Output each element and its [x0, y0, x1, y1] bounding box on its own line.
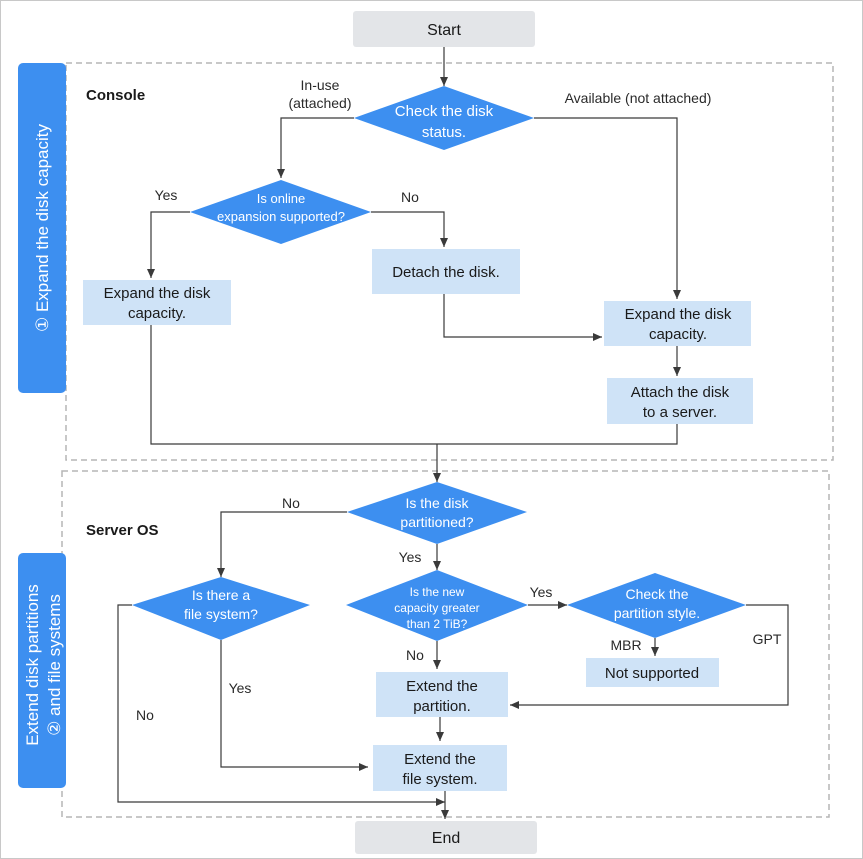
label-capacity-yes: Yes [530, 584, 553, 600]
label-available: Available (not attached) [565, 90, 712, 106]
attach-disk-box [607, 378, 753, 424]
expand-capacity-left-line1: Expand the disk [104, 285, 211, 302]
extend-file-system-line2: file system. [402, 771, 477, 788]
attach-disk-line2: to a server. [643, 404, 717, 421]
disk-partitioned-line1: Is the disk [405, 495, 469, 511]
expand-capacity-left-line2: capacity. [128, 305, 186, 322]
edge-gpt [510, 604, 789, 709]
label-online-no: No [401, 189, 419, 205]
label-fs-yes: Yes [229, 680, 252, 696]
edge-detach-to-expand [443, 294, 602, 341]
edge-labels: In-use (attached) Available (not attache… [136, 77, 782, 723]
capacity-over-2tib-line3: than 2 TiB? [407, 617, 468, 631]
attach-disk-line1: Attach the disk [631, 384, 730, 401]
connectors [117, 47, 789, 819]
file-system-line1: Is there a [192, 587, 251, 603]
expand-capacity-right-line2: capacity. [649, 326, 707, 343]
extend-file-system-line1: Extend the [404, 751, 476, 768]
phase-2-label-line2: ② and file systems [45, 594, 64, 736]
detach-disk-label: Detach the disk. [392, 264, 500, 281]
phase-1-label: ① Expand the disk capacity [33, 123, 52, 332]
edge-fs-yes [220, 640, 368, 771]
online-expansion-line2: expansion supported? [217, 209, 345, 224]
disk-partitioned-diamond [347, 482, 527, 544]
phase-2-label-line1: Extend disk partitions [23, 584, 42, 746]
phase-1-tab [18, 63, 66, 393]
edge-fs-no [117, 604, 445, 806]
capacity-over-2tib-line1: Is the new [410, 585, 465, 599]
check-disk-status-line1: Check the disk [395, 103, 494, 120]
expand-capacity-right-line1: Expand the disk [625, 306, 732, 323]
edge-inuse [277, 117, 354, 178]
edge-online-no [371, 211, 448, 247]
server-os-section-title: Server OS [86, 522, 159, 539]
label-partitioned-yes: Yes [399, 549, 422, 565]
check-disk-status-line2: status. [422, 124, 466, 141]
label-online-yes: Yes [155, 187, 178, 203]
end-terminal [355, 821, 537, 854]
file-system-line2: file system? [184, 606, 258, 622]
label-mbr: MBR [610, 637, 641, 653]
extend-partition-line1: Extend the [406, 678, 478, 695]
label-partitioned-no: No [282, 495, 300, 511]
end-label: End [432, 830, 460, 847]
start-terminal [353, 11, 535, 47]
expand-capacity-left-box [83, 280, 231, 325]
online-expansion-diamond [190, 180, 371, 244]
extend-file-system-box [373, 745, 507, 791]
partition-style-line2: partition style. [614, 605, 700, 621]
not-supported-label: Not supported [605, 665, 699, 682]
disk-partitioned-line2: partitioned? [400, 514, 473, 530]
check-disk-status-diamond [354, 86, 534, 150]
expand-capacity-right-box [604, 301, 751, 346]
file-system-diamond [132, 577, 310, 640]
online-expansion-line1: Is online [257, 191, 305, 206]
capacity-over-2tib-diamond [346, 570, 528, 641]
phase-2-tab [18, 553, 66, 788]
label-gpt: GPT [753, 631, 782, 647]
capacity-over-2tib-line2: capacity greater [394, 601, 479, 615]
not-supported-box [586, 658, 719, 687]
label-inuse-line2: (attached) [288, 95, 351, 111]
console-section-title: Console [86, 87, 145, 104]
edge-online-yes [147, 211, 190, 278]
partition-style-line1: Check the [625, 586, 688, 602]
edge-expand-left-merge [150, 324, 437, 445]
start-label: Start [427, 22, 461, 39]
label-inuse-line1: In-use [301, 77, 340, 93]
edge-partitioned-no [217, 511, 347, 577]
extend-partition-box [376, 672, 508, 717]
detach-disk-box [372, 249, 520, 294]
edge-attach-merge [437, 424, 678, 445]
label-capacity-no: No [406, 647, 424, 663]
label-fs-no: No [136, 707, 154, 723]
extend-partition-line2: partition. [413, 698, 471, 715]
partition-style-diamond [567, 573, 746, 638]
edge-available [534, 117, 681, 299]
console-section-border [65, 62, 834, 461]
